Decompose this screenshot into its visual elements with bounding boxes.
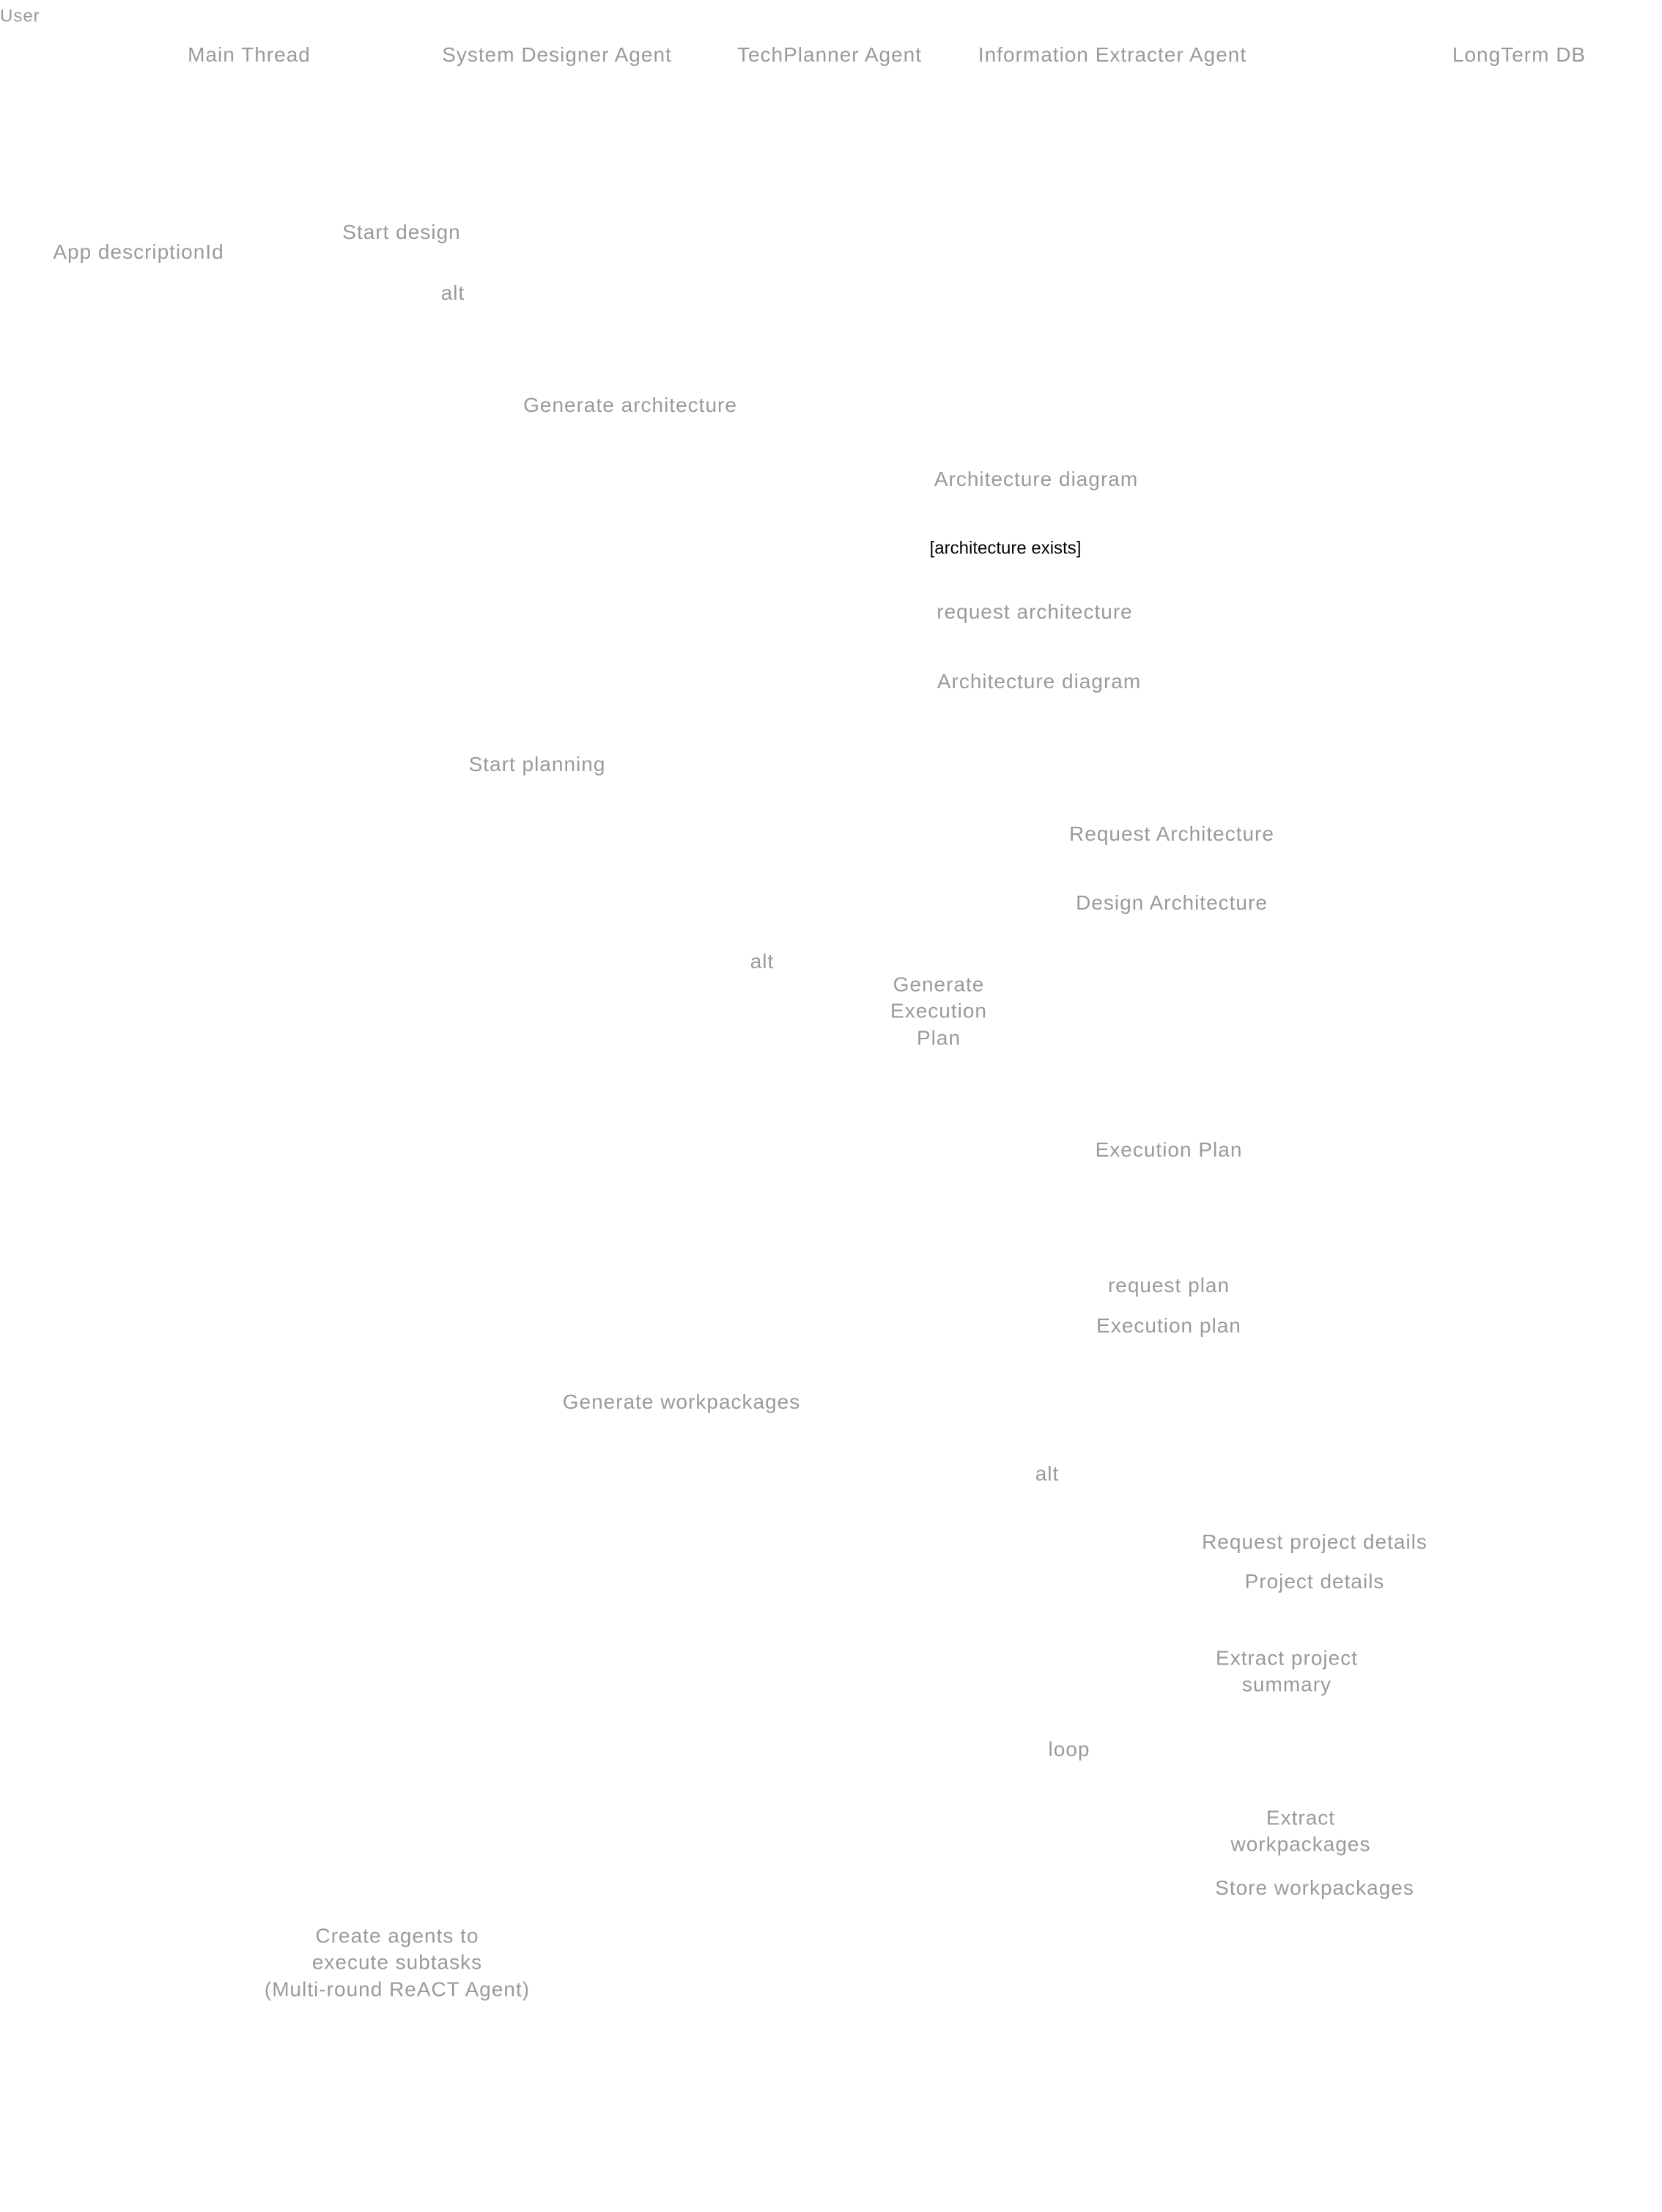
message-start-planning: Start planning [468, 752, 606, 775]
participant-system-designer-agent: System Designer Agent [442, 43, 672, 66]
participant-main-thread: Main Thread [188, 43, 311, 66]
note-create-agents: Create agents to execute subtasks (Multi… [264, 1924, 531, 2001]
message-execution-plan: Execution Plan [1095, 1138, 1243, 1161]
guard-architecture-exists: [architecture exists] [929, 538, 1082, 558]
message-extract-workpackages: Extract workpackages [1230, 1806, 1371, 1856]
message-project-details: Project details [1244, 1569, 1385, 1593]
message-request-architecture: request architecture [937, 600, 1133, 623]
participant-user: User [0, 6, 40, 26]
message-app-description-id: App descriptionId [53, 240, 224, 263]
message-architecture-diagram: Architecture diagram [934, 467, 1139, 490]
message-generate-architecture: Generate architecture [523, 393, 737, 416]
message-request-plan: request plan [1107, 1273, 1230, 1297]
participant-techplanner-agent: TechPlanner Agent [736, 43, 923, 66]
alt-fragment-label: alt [440, 281, 465, 304]
message-architecture-diagram-return: Architecture diagram [937, 669, 1142, 693]
message-extract-project-summary: Extract project summary [1216, 1646, 1358, 1696]
alt-fragment-label: alt [1035, 1461, 1060, 1485]
message-generate-workpackages: Generate workpackages [562, 1390, 801, 1413]
message-start-design: Start design [342, 220, 461, 243]
message-request-architecture-2: Request Architecture [1069, 822, 1274, 845]
participant-longterm-db: LongTerm DB [1452, 43, 1587, 66]
message-store-workpackages: Store workpackages [1215, 1876, 1414, 1899]
message-design-architecture: Design Architecture [1076, 891, 1268, 914]
loop-fragment-label: loop [1048, 1737, 1090, 1761]
message-execution-plan-return: Execution plan [1096, 1313, 1241, 1337]
alt-fragment-label: alt [750, 949, 775, 973]
message-generate-execution-plan: Generate Execution Plan [890, 973, 987, 1050]
message-request-project-details: Request project details [1202, 1530, 1428, 1553]
participant-information-extracter-agent: Information Extracter Agent [978, 43, 1247, 66]
